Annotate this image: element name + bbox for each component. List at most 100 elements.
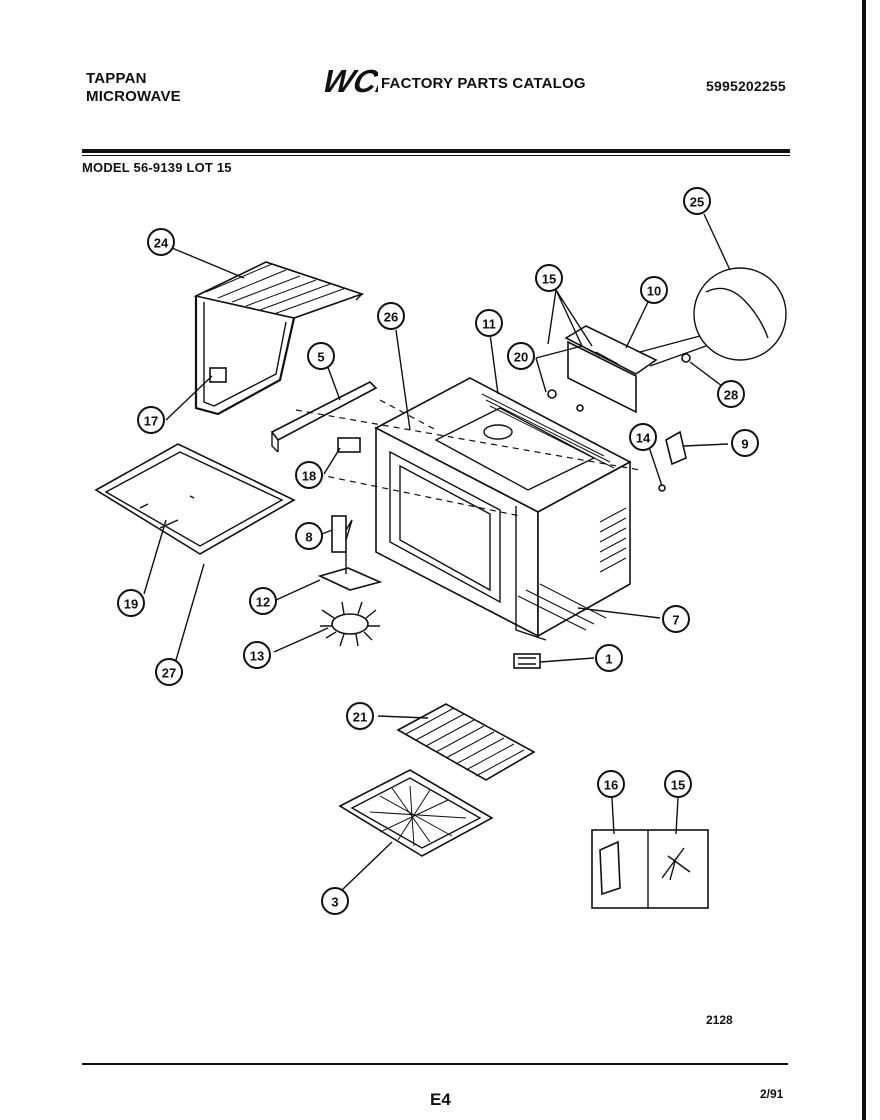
callout-27: 27	[155, 658, 183, 686]
callout-circle	[597, 770, 625, 798]
brand-line-2: MICROWAVE	[86, 88, 181, 105]
header-rule-thin	[82, 155, 790, 156]
callout-7: 7	[662, 605, 690, 633]
callout-number: 12	[256, 595, 270, 610]
callout-number: 13	[250, 649, 264, 664]
footer-rule	[82, 1063, 788, 1065]
header-rule	[82, 149, 790, 153]
brand-name: TAPPAN MICROWAVE	[86, 70, 181, 106]
callout-15: 15	[664, 770, 692, 798]
callout-number: 26	[384, 310, 398, 325]
callout-circle	[535, 264, 563, 292]
part-latch	[209, 367, 227, 383]
callout-number: 8	[305, 530, 312, 545]
callout-21: 21	[346, 702, 374, 730]
callout-5: 5	[307, 342, 335, 370]
callout-number: 15	[671, 778, 685, 793]
callout-number: 25	[690, 195, 704, 210]
callout-number: 11	[482, 317, 496, 332]
callout-number: 18	[302, 469, 316, 484]
callout-25: 25	[683, 187, 711, 215]
callout-circle	[346, 702, 374, 730]
logo-text: WCI	[319, 64, 378, 98]
callout-10: 10	[640, 276, 668, 304]
callout-circle	[307, 342, 335, 370]
callout-18: 18	[295, 461, 323, 489]
callout-24: 24	[147, 228, 175, 256]
callout-12: 12	[249, 587, 277, 615]
drawing-id: 2128	[706, 1013, 733, 1027]
callout-circle	[595, 644, 623, 672]
part-connector	[513, 653, 541, 669]
callout-number: 14	[636, 431, 651, 446]
wci-logo: WCI	[319, 64, 378, 98]
part-control-bracket	[564, 325, 658, 414]
page-id: E4	[430, 1090, 451, 1109]
callout-number: 15	[542, 272, 556, 287]
callout-number: 10	[647, 284, 661, 299]
callout-circle	[243, 641, 271, 669]
part-clip	[665, 430, 687, 466]
callout-number: 21	[353, 710, 367, 725]
brand-line-1: TAPPAN	[86, 70, 147, 87]
callout-1: 1	[595, 644, 623, 672]
part-side-rail	[270, 381, 378, 453]
callout-8: 8	[295, 522, 323, 550]
callout-number: 1	[605, 652, 612, 667]
callout-circle	[137, 406, 165, 434]
part-fastener	[337, 437, 361, 453]
part-detail-magnifier	[639, 267, 787, 367]
callout-number: 27	[162, 666, 176, 681]
callout-number: 3	[331, 895, 338, 910]
callout-number: 28	[724, 388, 738, 403]
part-stirrer-fan	[320, 601, 380, 647]
leader-lines	[143, 213, 731, 891]
callout-17: 17	[137, 406, 165, 434]
callout-circle	[117, 589, 145, 617]
callout-circle	[664, 770, 692, 798]
catalog-number: 5995202255	[706, 78, 786, 94]
callout-number: 24	[154, 236, 169, 251]
callout-circle	[640, 276, 668, 304]
callout-circle	[155, 658, 183, 686]
callout-circle	[662, 605, 690, 633]
callout-19: 19	[117, 589, 145, 617]
model-line: MODEL 56-9139 LOT 15	[82, 160, 232, 175]
callout-13: 13	[243, 641, 271, 669]
part-wire-rack	[396, 703, 536, 781]
callout-9: 9	[731, 429, 759, 457]
callout-circle	[475, 309, 503, 337]
callout-26: 26	[377, 302, 405, 330]
part-stirrer-bracket	[331, 515, 353, 553]
accessory-box	[591, 829, 709, 909]
callout-circle	[321, 887, 349, 915]
callout-circle	[295, 461, 323, 489]
callout-circle	[717, 380, 745, 408]
part-screws	[547, 353, 691, 492]
callout-20: 20	[507, 342, 535, 370]
callout-circle	[147, 228, 175, 256]
callout-circle	[295, 522, 323, 550]
callout-number: 16	[604, 778, 618, 793]
catalog-title: FACTORY PARTS CATALOG	[381, 75, 586, 92]
callout-group: 24 25 15 10 26 11 20 28 5 17 18 14 9 8 19 12 7 13 27 1 21 16 1…	[117, 187, 759, 915]
callout-circle	[731, 429, 759, 457]
callout-number: 17	[144, 414, 158, 429]
part-tray	[338, 769, 494, 857]
assembly-lines	[295, 399, 641, 517]
callout-14: 14	[629, 423, 657, 451]
part-base-plate	[94, 443, 296, 555]
part-stirrer-blade	[317, 552, 383, 591]
page-edge	[862, 0, 866, 1120]
callout-16: 16	[597, 770, 625, 798]
callout-15: 15	[535, 264, 563, 292]
part-oven-cavity	[374, 377, 632, 641]
callout-number: 19	[124, 597, 138, 612]
callout-circle	[377, 302, 405, 330]
revision-date: 2/91	[760, 1087, 784, 1101]
callout-circle	[683, 187, 711, 215]
callout-number: 5	[317, 350, 324, 365]
callout-circle	[629, 423, 657, 451]
callout-28: 28	[717, 380, 745, 408]
